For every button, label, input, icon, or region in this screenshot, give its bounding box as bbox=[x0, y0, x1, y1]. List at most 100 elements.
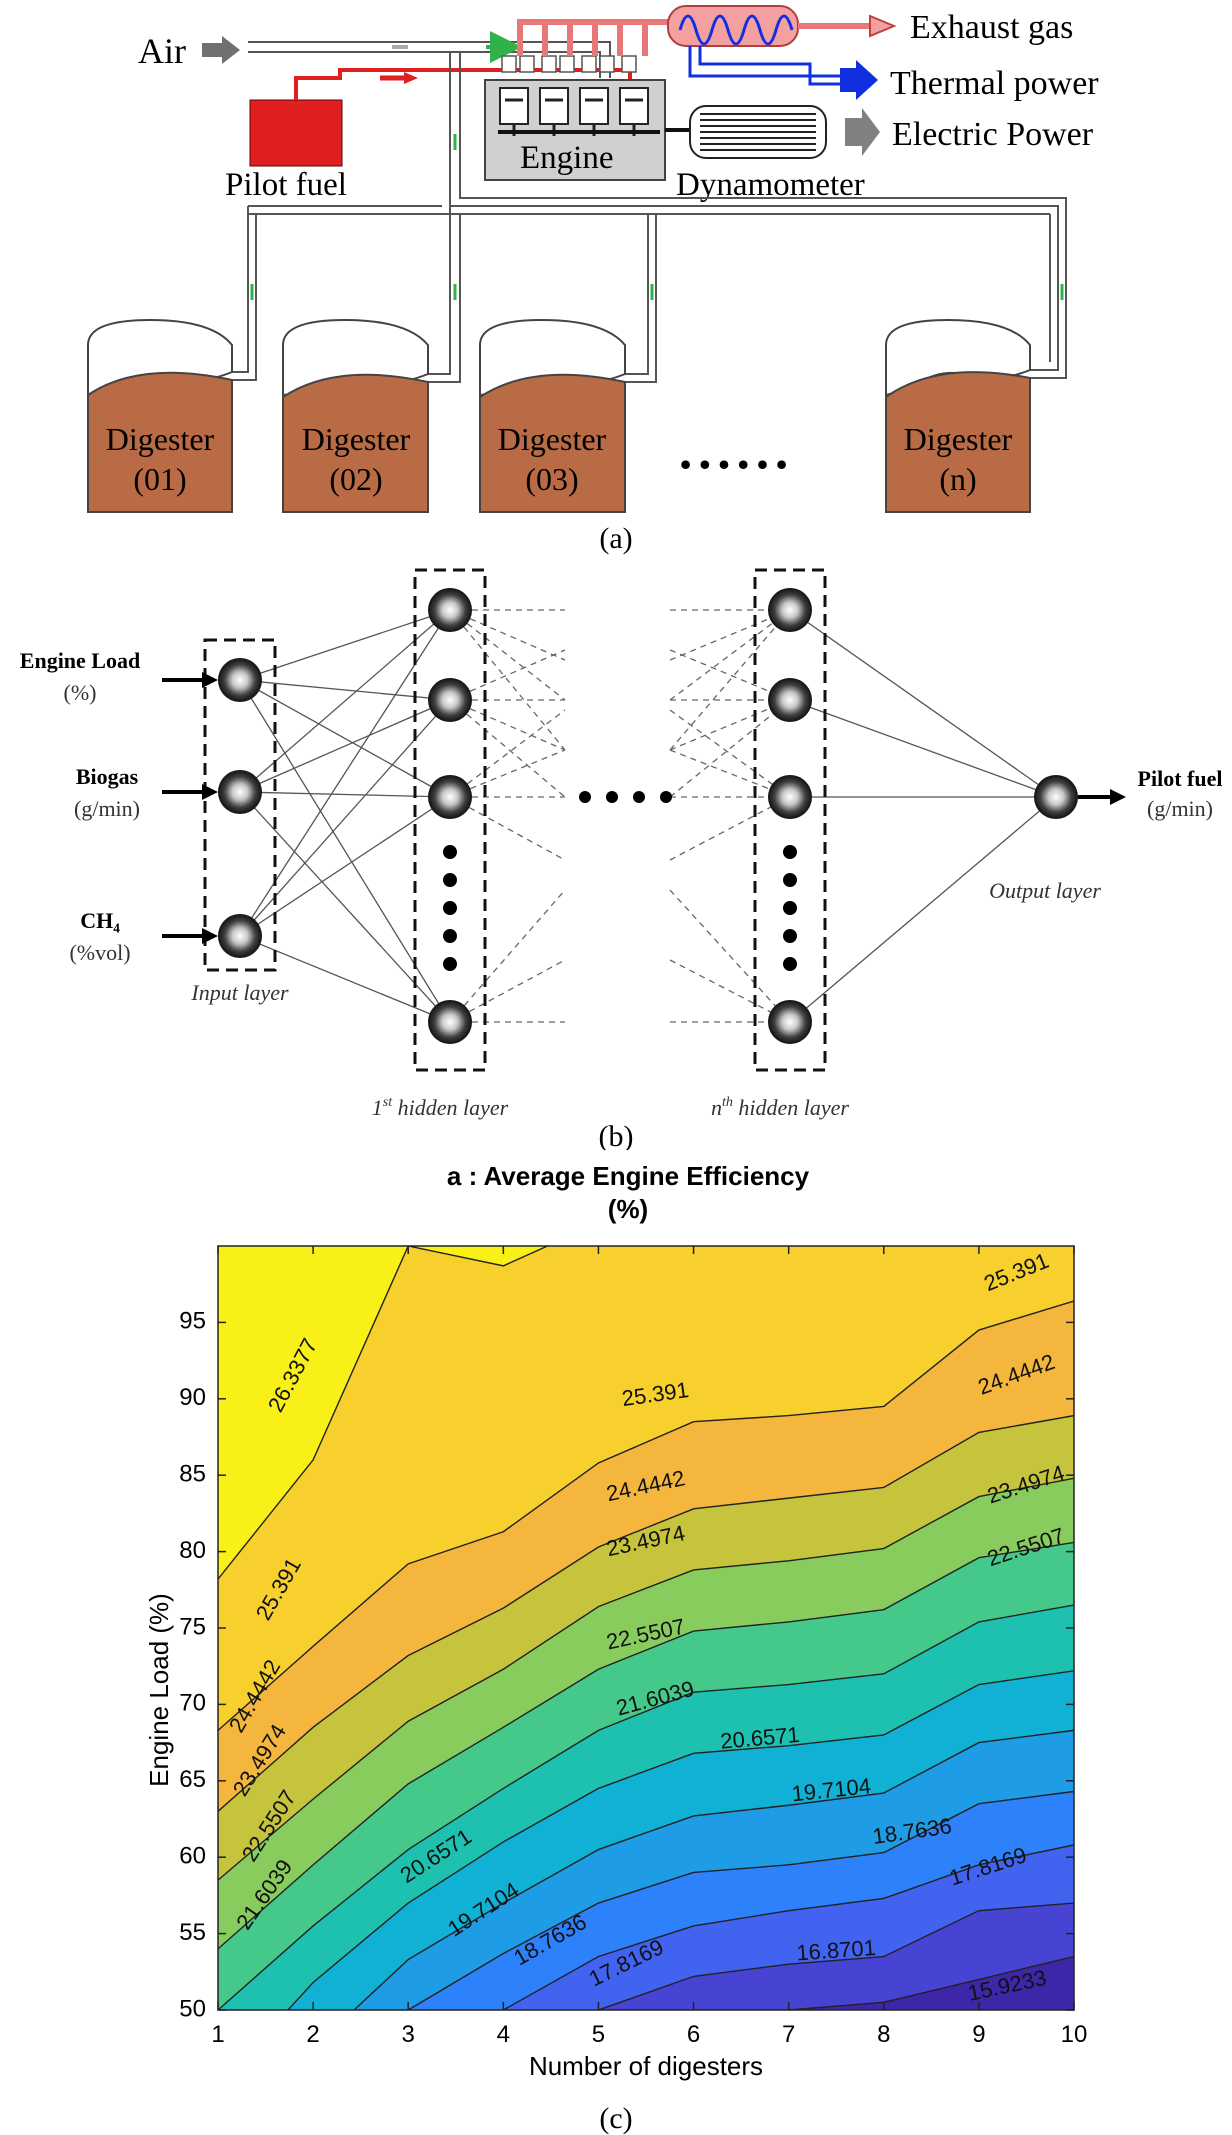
contour-lines bbox=[218, 1246, 1074, 2010]
hidden-node bbox=[428, 678, 472, 722]
input-node bbox=[218, 914, 262, 958]
input-unit-engine-load: (%) bbox=[64, 680, 97, 705]
exhaust-manifold bbox=[517, 19, 668, 56]
thermal-lines bbox=[688, 46, 846, 86]
hidden-node bbox=[768, 775, 812, 819]
contour-line bbox=[218, 1604, 1074, 2010]
hiddenn-ellipsis-dots bbox=[783, 845, 797, 971]
x-tick-label: 2 bbox=[306, 2021, 319, 2048]
output-layer-label: Output layer bbox=[989, 878, 1101, 903]
digester-name: Digester bbox=[904, 421, 1013, 457]
hidden-node bbox=[768, 588, 812, 632]
output-arrow-icon bbox=[1110, 789, 1126, 805]
input-node bbox=[218, 770, 262, 814]
panel-b-neural-network-diagram: Engine Load (%) Biogas (g/min) CH₄ (%vol… bbox=[20, 568, 1223, 1150]
x-tick-label: 9 bbox=[972, 2021, 985, 2048]
coil-icon bbox=[678, 14, 794, 46]
digester-n: Digester (n) bbox=[885, 318, 1031, 513]
caption-c: (c) bbox=[599, 2102, 632, 2135]
digester-name: Digester bbox=[302, 421, 411, 457]
air-arrow-icon bbox=[202, 36, 240, 64]
x-tick-label: 5 bbox=[592, 2021, 605, 2048]
input-node bbox=[218, 658, 262, 702]
contour-line bbox=[407, 1790, 1074, 2010]
biogas-collection-pipes bbox=[232, 52, 1067, 383]
chart-title: a : Average Engine Efficiency bbox=[447, 1161, 810, 1191]
engine-cylinders bbox=[498, 87, 660, 136]
input-unit-biogas: (g/min) bbox=[74, 796, 140, 821]
digester-01: Digester (01) bbox=[87, 318, 233, 513]
digester-number: (n) bbox=[939, 461, 976, 497]
y-axis-label: Engine Load (%) bbox=[144, 1593, 174, 1787]
digester-name: Digester bbox=[498, 421, 607, 457]
contour-line bbox=[286, 1670, 1074, 2010]
input-unit-ch4: (%vol) bbox=[69, 940, 130, 965]
input-arrows bbox=[162, 672, 218, 944]
contour-band bbox=[597, 1902, 1074, 2010]
engine-label: Engine bbox=[520, 140, 613, 176]
y-tick-label: 60 bbox=[179, 1843, 206, 1870]
x-tick-label: 3 bbox=[402, 2021, 415, 2048]
output-label-pilot-fuel: Pilot fuel bbox=[1138, 766, 1223, 791]
panel-c-contour-chart: a : Average Engine Efficiency (%) 26.337… bbox=[144, 1161, 1088, 2135]
contour-line bbox=[218, 1300, 1074, 1731]
hidden-layer-n-box bbox=[753, 568, 827, 1072]
exhaust-gas-label: Exhaust gas bbox=[910, 9, 1073, 46]
contour-line bbox=[353, 1729, 1074, 2010]
thermal-power-label: Thermal power bbox=[890, 65, 1099, 102]
exhaust-arrow-icon bbox=[869, 14, 897, 38]
contour-line bbox=[218, 1414, 1074, 1812]
input-layer-box bbox=[203, 638, 277, 972]
x-tick-label: 7 bbox=[782, 2021, 795, 2048]
thermal-arrow-icon bbox=[840, 60, 878, 100]
caption-a: (a) bbox=[599, 522, 632, 555]
digester-name: Digester bbox=[106, 421, 215, 457]
y-tick-label: 85 bbox=[179, 1461, 206, 1488]
x-tick-label: 4 bbox=[497, 2021, 510, 2048]
hidden1-dashed-connections bbox=[449, 609, 566, 1023]
digester-03: Digester (03) bbox=[479, 318, 626, 513]
contour-label: 16.8701 bbox=[796, 1935, 877, 1965]
hidden-node bbox=[428, 1000, 472, 1044]
y-tick-label: 95 bbox=[179, 1308, 206, 1335]
contour-line bbox=[218, 1477, 1074, 1881]
hidden-node bbox=[428, 588, 472, 632]
input-label-ch4: CH₄ bbox=[80, 908, 120, 933]
input-label-biogas: Biogas bbox=[76, 764, 139, 789]
layer-ellipsis-dots bbox=[579, 791, 672, 803]
x-tick-label: 6 bbox=[687, 2021, 700, 2048]
output-node bbox=[1034, 775, 1078, 819]
hidden-node bbox=[768, 1000, 812, 1044]
hidden-node bbox=[768, 678, 812, 722]
panel-a-biogas-system-schematic: Air Pilot fuel Engine Exhaust gas bbox=[87, 5, 1099, 555]
hidden1-ellipsis-dots bbox=[443, 845, 457, 971]
hidden-layer-1-label: 1st hidden layer bbox=[372, 1095, 509, 1120]
digester-number: (01) bbox=[133, 461, 186, 497]
digester-number: (03) bbox=[525, 461, 578, 497]
contour-line bbox=[779, 1955, 1074, 2010]
pilot-fuel-tank bbox=[249, 99, 343, 167]
y-tick-label: 55 bbox=[179, 1919, 206, 1946]
y-tick-label: 50 bbox=[179, 1995, 206, 2022]
contour-line bbox=[218, 1541, 1074, 1950]
biogas-up-arrows bbox=[250, 134, 1064, 300]
contour-band bbox=[782, 1956, 1074, 2010]
digester-ellipsis: • • • • • • bbox=[680, 446, 787, 482]
input-label-engine-load: Engine Load bbox=[20, 648, 140, 673]
y-tick-label: 65 bbox=[179, 1766, 206, 1793]
input-to-hidden-connections bbox=[239, 609, 451, 1023]
x-tick-label: 10 bbox=[1061, 2021, 1088, 2048]
contour-line bbox=[502, 1844, 1074, 2010]
chart-title-line2: (%) bbox=[608, 1194, 648, 1224]
air-label: Air bbox=[138, 31, 186, 71]
digester-number: (02) bbox=[329, 461, 382, 497]
contour-line bbox=[597, 1902, 1074, 2010]
output-unit-pilot-fuel: (g/min) bbox=[1147, 796, 1213, 821]
hidden-to-output-connections bbox=[789, 609, 1057, 1023]
hidden-node bbox=[428, 775, 472, 819]
y-tick-label: 70 bbox=[179, 1690, 206, 1717]
dynamometer-stripes bbox=[700, 113, 816, 151]
electric-arrow-icon bbox=[845, 108, 880, 156]
